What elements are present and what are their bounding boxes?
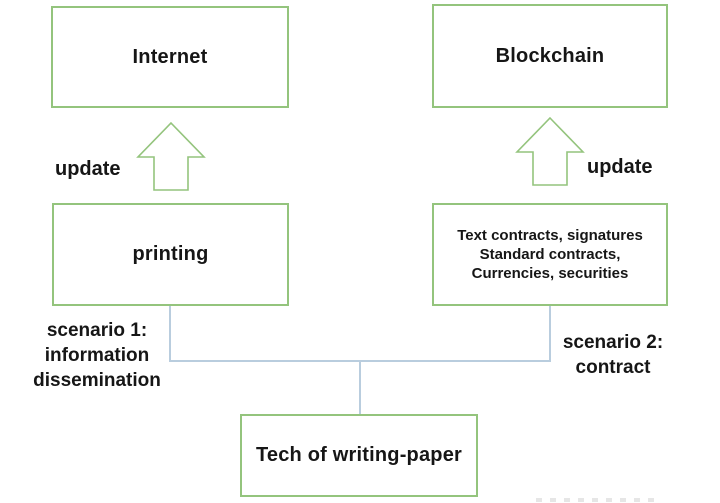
internet-box-label: Internet [132, 45, 208, 68]
connector-line-right-vertical [549, 306, 551, 362]
scenario1-line: dissemination [33, 370, 161, 391]
blockchain-box-label: Blockchain [495, 44, 605, 67]
printing-box: printing [52, 203, 289, 306]
internet-box: Internet [51, 6, 289, 108]
tech-of-writing-paper-box: Tech of writing-paper [240, 414, 478, 497]
scenario1-label: scenario 1: information dissemination [8, 318, 186, 393]
contracts-box: Text contracts, signatures Standard cont… [432, 203, 668, 306]
scenario1-line: scenario 1: [46, 320, 148, 341]
up-arrow-icon [136, 122, 206, 191]
contracts-box-line: Standard contracts, [479, 246, 621, 263]
contracts-box-line: Currencies, securities [471, 265, 629, 282]
watermark-fragment [536, 498, 662, 502]
scenario2-line: scenario 2: [562, 332, 664, 353]
printing-box-label: printing [132, 243, 209, 265]
contracts-box-line: Text contracts, signatures [457, 227, 643, 244]
update-label-right: update [587, 156, 653, 178]
scenario2-label: scenario 2: contract [543, 330, 683, 380]
blockchain-box: Blockchain [432, 4, 668, 108]
scenario1-line: information [44, 345, 150, 366]
tech-box-label: Tech of writing-paper [255, 444, 463, 466]
up-arrow-icon [515, 117, 585, 186]
scenario2-line: contract [575, 357, 651, 378]
connector-line-middle-vertical [359, 360, 361, 415]
connector-line-left-vertical [169, 306, 171, 362]
update-label-left: update [55, 158, 121, 180]
